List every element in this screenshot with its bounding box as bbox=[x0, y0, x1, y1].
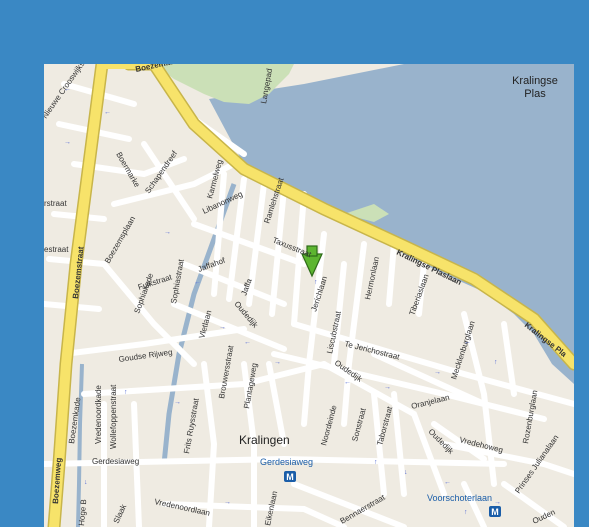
minor-roads bbox=[44, 81, 574, 527]
svg-text:↑: ↑ bbox=[124, 389, 128, 396]
svg-text:→: → bbox=[174, 399, 181, 406]
svg-text:↑: ↑ bbox=[314, 279, 318, 286]
svg-text:→: → bbox=[494, 499, 501, 506]
transit-icon-2: M bbox=[491, 507, 499, 517]
water-label-1: Kralingse bbox=[512, 75, 558, 87]
location-pin[interactable] bbox=[301, 245, 323, 278]
street-vredenoordkade: Vredenoordkade bbox=[94, 385, 103, 444]
svg-text:↑: ↑ bbox=[494, 359, 498, 366]
svg-text:↓: ↓ bbox=[404, 469, 408, 476]
svg-text:↑: ↑ bbox=[374, 459, 378, 466]
svg-text:↑: ↑ bbox=[464, 509, 468, 516]
shoreline-park bbox=[344, 204, 389, 222]
map-viewport[interactable]: M M Kralingse Plas Kralingen Gerdesiaweg… bbox=[44, 64, 574, 527]
svg-text:←: ← bbox=[444, 479, 451, 486]
street-estraat: estraat bbox=[44, 245, 69, 254]
water-label-2: Plas bbox=[524, 88, 546, 100]
svg-text:←: ← bbox=[194, 279, 201, 286]
station-label-voorschoterlaan: Voorschoterlaan bbox=[427, 493, 492, 503]
street-wolfertstraat: Wollefoppenstraat bbox=[109, 384, 118, 449]
major-roads bbox=[47, 64, 574, 527]
svg-text:←: ← bbox=[104, 109, 111, 116]
svg-text:→: → bbox=[274, 359, 281, 366]
svg-text:→: → bbox=[434, 369, 441, 376]
district-label: Kralingen bbox=[239, 433, 290, 447]
street-boezemweg: Boezemweg bbox=[51, 457, 63, 504]
street-boezemlaan: Boezemlaan bbox=[135, 64, 183, 74]
svg-text:←: ← bbox=[464, 339, 471, 346]
svg-text:→: → bbox=[384, 384, 391, 391]
map-canvas[interactable]: M M Kralingse Plas Kralingen Gerdesiaweg… bbox=[44, 64, 574, 527]
street-rstraat: rstraat bbox=[44, 199, 67, 208]
transit-marker-voorschoterlaan[interactable]: M bbox=[489, 506, 501, 517]
svg-text:→: → bbox=[219, 324, 226, 331]
park-area bbox=[154, 64, 294, 104]
transit-marker-gerdesiaweg[interactable]: M bbox=[284, 471, 296, 482]
svg-text:↓: ↓ bbox=[84, 479, 88, 486]
svg-text:←: ← bbox=[64, 86, 71, 93]
svg-text:↑: ↑ bbox=[284, 459, 288, 466]
svg-text:→: → bbox=[224, 499, 231, 506]
one-way-arrows: ← ← → → ← → ← → ← → → ← ↑ ↑ ↓ ← → ↑ ↓ → ↑ ↑ → ↑ bbox=[64, 86, 501, 516]
kralingse-plas-water bbox=[209, 64, 574, 384]
transit-icon-1: M bbox=[286, 472, 294, 482]
station-label-gerdesiaweg: Gerdesiaweg bbox=[260, 457, 313, 467]
svg-text:→: → bbox=[164, 229, 171, 236]
svg-text:→: → bbox=[64, 139, 71, 146]
svg-text:←: ← bbox=[244, 339, 251, 346]
street-gerdesiaweg: Gerdesiaweg bbox=[92, 457, 139, 466]
street-hoge-boezem: Hoge B bbox=[77, 499, 88, 526]
svg-text:←: ← bbox=[344, 379, 351, 386]
